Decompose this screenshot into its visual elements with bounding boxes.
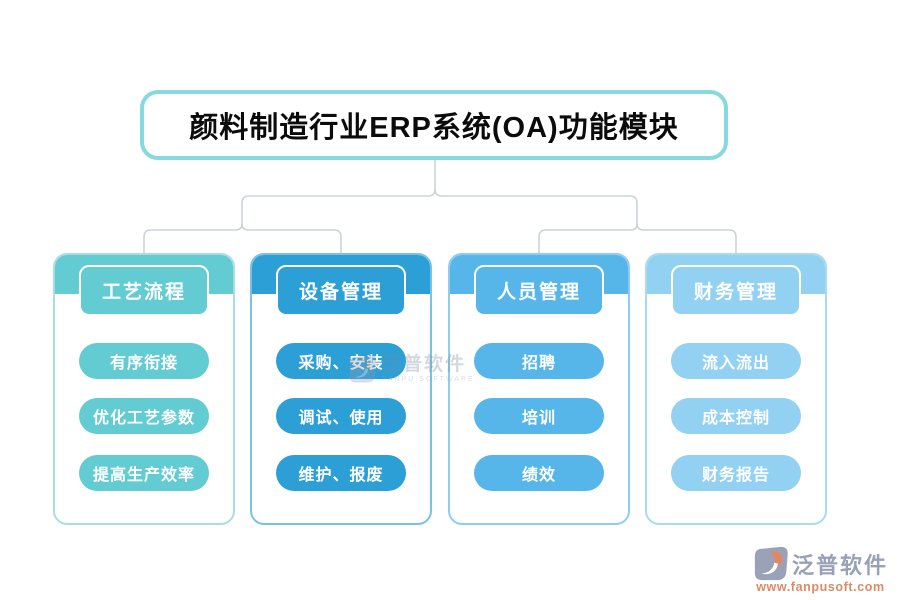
module-card-equipment: 设备管理 采购、安装 调试、使用 维护、报废 xyxy=(250,253,432,525)
module-item: 培训 xyxy=(474,398,604,434)
module-item: 调试、使用 xyxy=(276,398,406,434)
module-item: 提高生产效率 xyxy=(79,455,209,491)
module-header: 人员管理 xyxy=(474,265,604,316)
diagram-title-box: 颜料制造行业ERP系统(OA)功能模块 xyxy=(140,90,728,160)
fanpu-logo-icon xyxy=(754,546,788,581)
module-card-personnel: 人员管理 招聘 培训 绩效 xyxy=(448,253,630,525)
module-item: 有序衔接 xyxy=(79,343,209,379)
module-header: 工艺流程 xyxy=(79,265,209,316)
module-item: 采购、安装 xyxy=(276,343,406,379)
module-header: 设备管理 xyxy=(276,265,406,316)
brand-url: www.fanpusoft.com xyxy=(756,580,885,594)
module-item: 流入流出 xyxy=(671,343,801,379)
module-card-finance: 财务管理 流入流出 成本控制 财务报告 xyxy=(645,253,827,525)
module-item: 招聘 xyxy=(474,343,604,379)
module-item: 维护、报废 xyxy=(276,455,406,491)
module-item: 绩效 xyxy=(474,455,604,491)
brand-name: 泛普软件 xyxy=(791,552,888,578)
module-card-process: 工艺流程 有序衔接 优化工艺参数 提高生产效率 xyxy=(53,253,235,525)
brand-block: 泛普软件 www.fanpusoft.com xyxy=(753,545,888,594)
module-item: 财务报告 xyxy=(671,455,801,491)
module-item: 成本控制 xyxy=(671,398,801,434)
module-item: 优化工艺参数 xyxy=(79,398,209,434)
diagram-title: 颜料制造行业ERP系统(OA)功能模块 xyxy=(189,112,679,144)
module-header: 财务管理 xyxy=(671,265,801,316)
